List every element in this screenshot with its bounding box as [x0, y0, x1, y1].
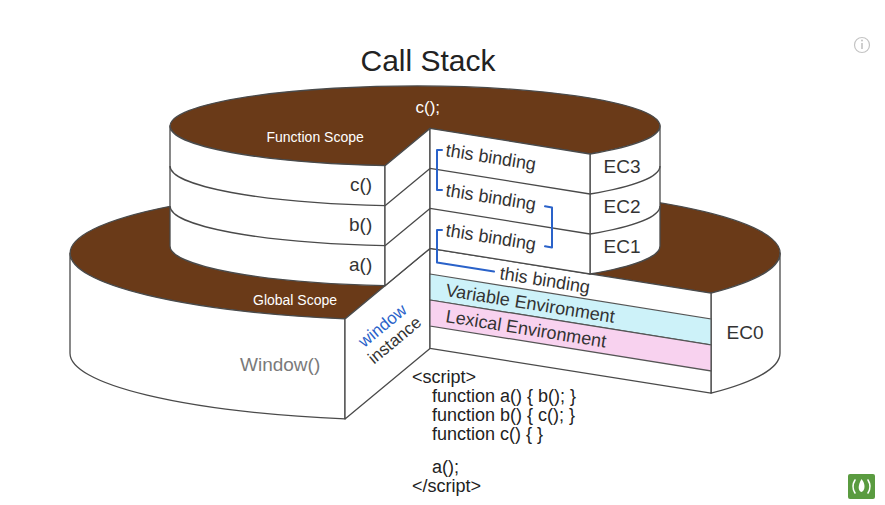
info-icon: [855, 38, 870, 53]
info-icon-dot: [861, 40, 863, 42]
top-call: c();: [416, 98, 441, 118]
diagram-title: Call Stack: [361, 43, 496, 78]
info-icon-ring: [855, 38, 870, 53]
channel-logo: [848, 474, 875, 499]
scope-label: Function Scope: [267, 129, 364, 146]
layer-name: Window(): [240, 353, 320, 376]
context-id: EC2: [604, 195, 641, 218]
environment-band: Lexical Environment: [430, 300, 711, 371]
layer-name: a(): [349, 253, 372, 276]
logo-brackets: [853, 480, 870, 493]
code-line: a();: [432, 458, 459, 477]
info-icon-stem: [861, 43, 863, 49]
binding-bracket: [545, 206, 552, 247]
context-id: EC3: [604, 155, 641, 178]
code-line: <script>: [412, 368, 476, 387]
band-outline: [430, 300, 711, 371]
scope-label: Global Scope: [253, 292, 337, 309]
context-id: EC0: [727, 321, 764, 344]
upper-tier-right-wall: [590, 126, 660, 274]
logo-flame: [859, 479, 865, 492]
code-line: function c() { }: [432, 425, 543, 444]
logo-ground: [848, 474, 875, 499]
layer-name: b(): [349, 213, 372, 236]
binding-bracket: [437, 150, 442, 190]
upper-tier-left-wall: [170, 126, 385, 286]
lower-tier-right-wall: [711, 253, 780, 393]
cake-layers: [70, 86, 780, 419]
upper-tier-left-cut: [385, 128, 430, 285]
layer-name: c(): [350, 173, 372, 196]
layer-lines: [170, 166, 660, 246]
code-line: function b() { c(); }: [432, 406, 575, 425]
context-id: EC1: [604, 235, 641, 258]
code-line: </script>: [412, 477, 481, 496]
upper-tier-right-cut: [430, 128, 590, 274]
band-label: Lexical Environment: [444, 306, 607, 351]
code-line: function a() { b(); }: [432, 387, 576, 406]
